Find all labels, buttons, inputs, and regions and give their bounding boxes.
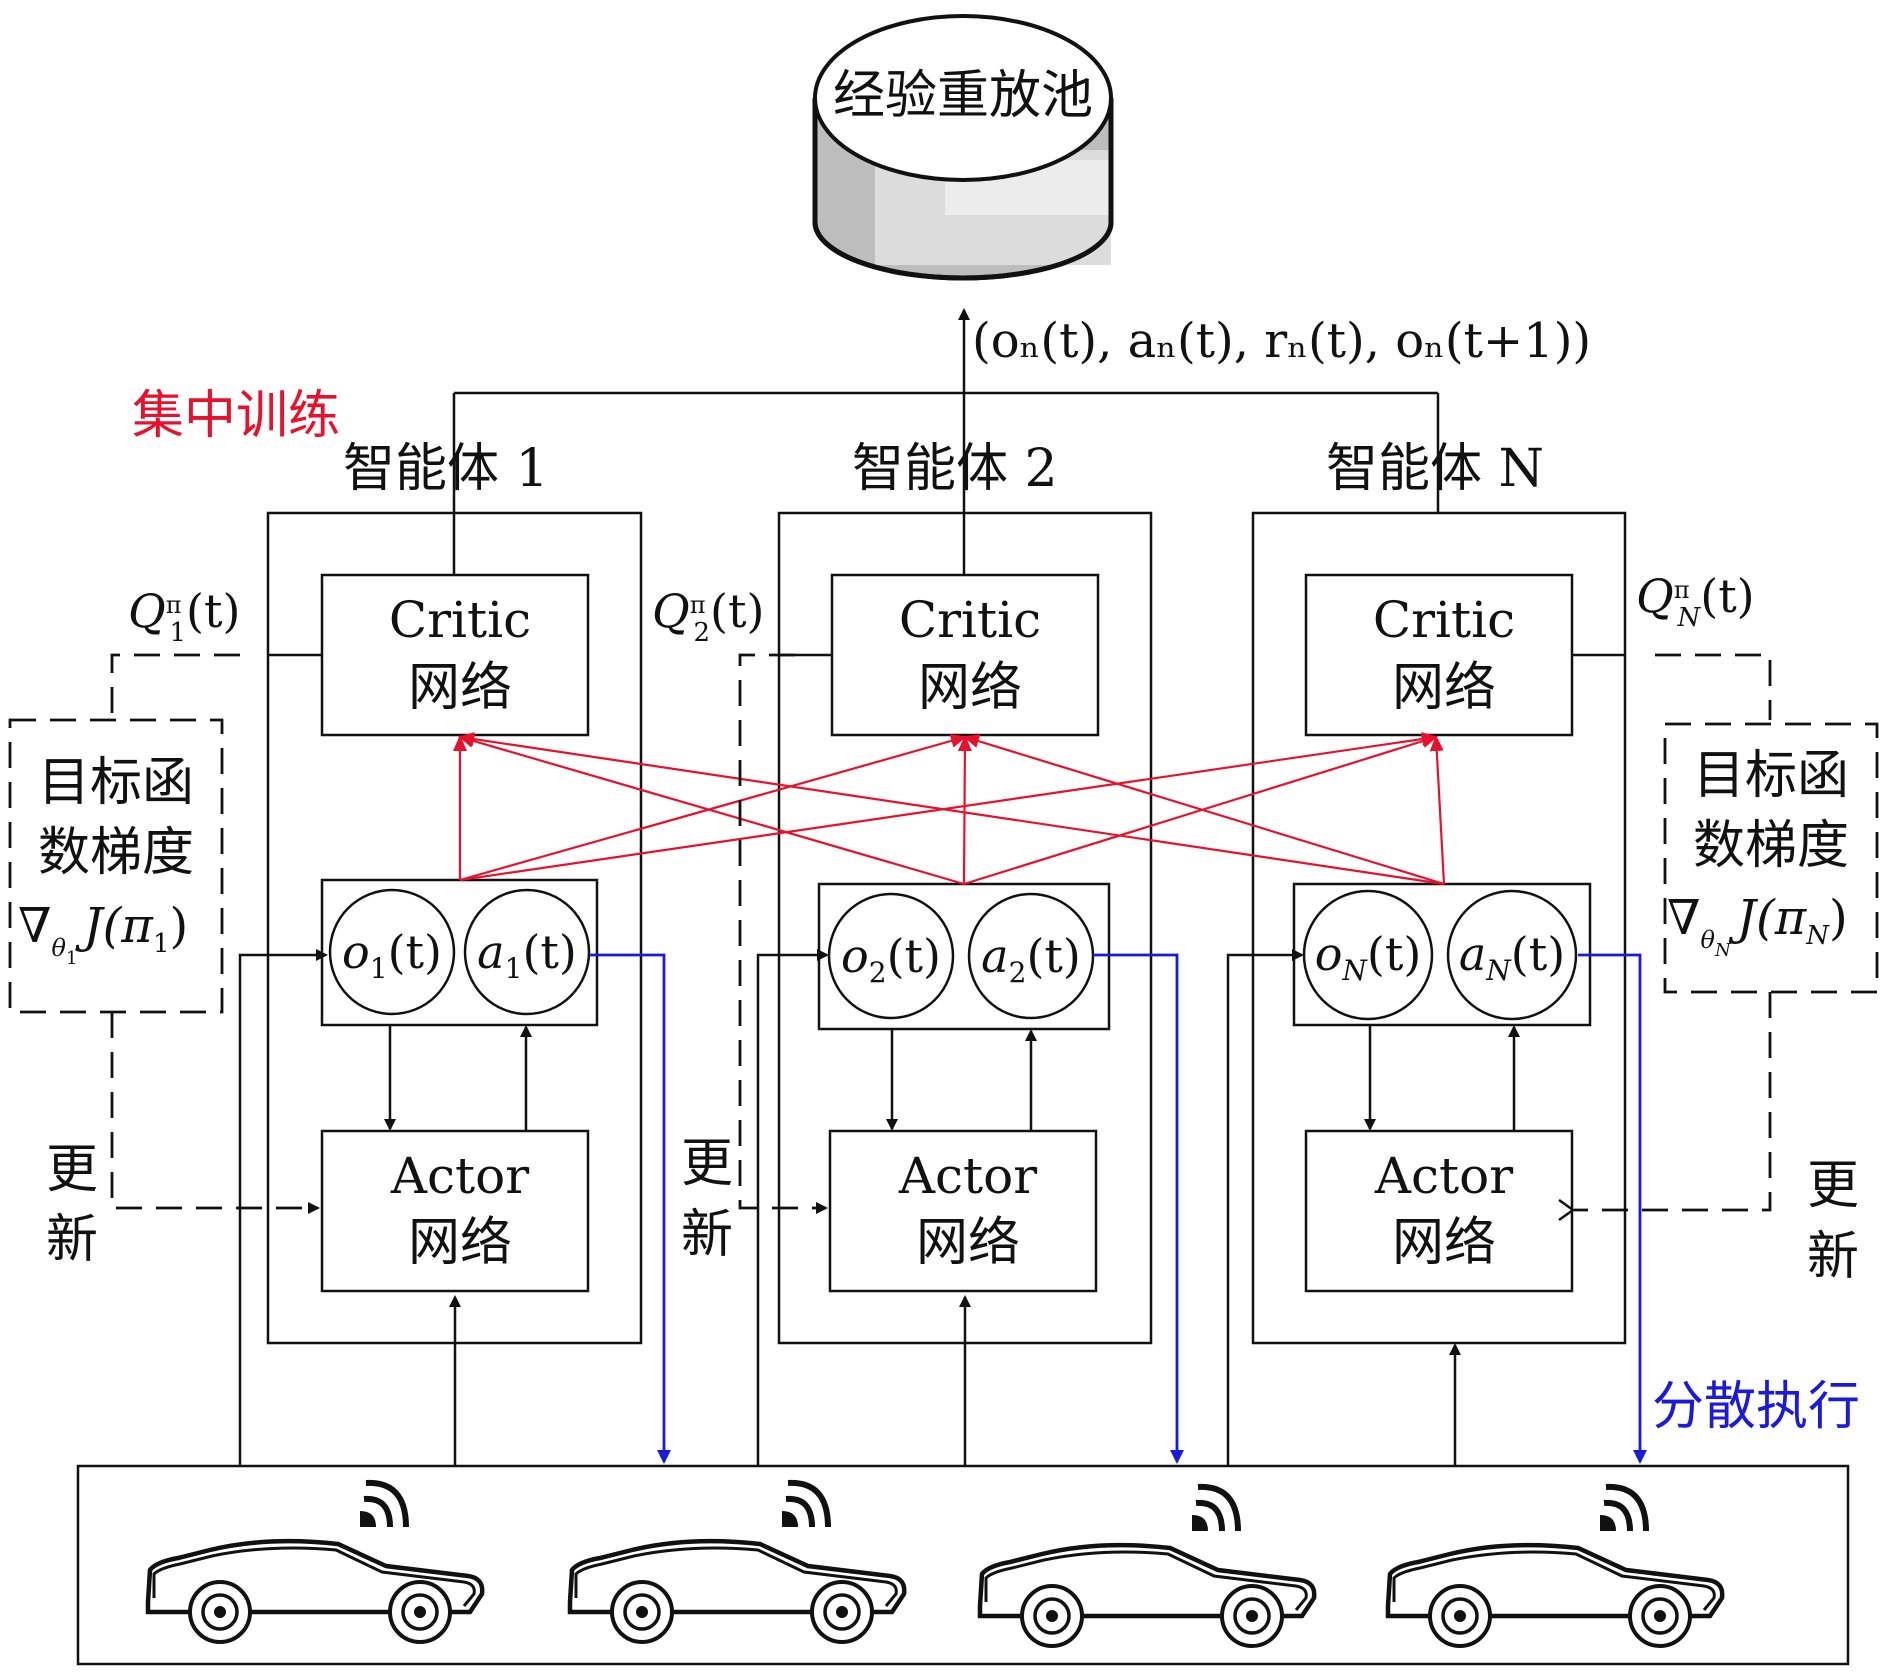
actor-n-line2: 网络 xyxy=(1392,1213,1496,1273)
gradient-n-line2: 数梯度 xyxy=(1693,816,1849,876)
critic-n-line1: Critic xyxy=(1373,591,1515,649)
act-1-sub: 1 xyxy=(505,952,523,985)
gradient-1-formula: ∇θ1J(π1) xyxy=(18,898,188,969)
obs-n-base: o xyxy=(1315,927,1343,981)
critic-2-line1: Critic xyxy=(899,591,1041,649)
act-2-arg: (t) xyxy=(1026,929,1080,983)
actor-1-line1: Actor xyxy=(390,1147,529,1205)
act-n-sub: N xyxy=(1485,954,1512,987)
obs-1-base: o xyxy=(342,925,370,979)
act-2-base: a xyxy=(981,929,1008,983)
decentralized-execution-label: 分散执行 xyxy=(1652,1377,1860,1437)
act-1-node xyxy=(463,888,591,1016)
agent-n-obs-action: oN(t) aN(t) xyxy=(1292,882,1592,1027)
agent-1-critic: Critic 网络 xyxy=(320,573,590,737)
obs-1-node xyxy=(328,888,456,1016)
experience-tuple: (oₙ(t), aₙ(t), rₙ(t), oₙ(t+1)) xyxy=(972,313,1591,369)
act-1-base: a xyxy=(477,925,504,979)
agent-n-actor: Actor 网络 xyxy=(1304,1129,1574,1293)
gradient-n-line1: 目标函 xyxy=(1693,746,1849,806)
critic-1-line1: Critic xyxy=(389,591,531,649)
agent-1-actor: Actor 网络 xyxy=(320,1129,590,1293)
execution-paths xyxy=(589,953,1647,1464)
act-1-arg: (t) xyxy=(522,925,576,979)
vehicle-3 xyxy=(977,1483,1317,1648)
observation-feeds xyxy=(238,949,1461,1466)
update-paths xyxy=(110,992,1772,1210)
obs-2-base: o xyxy=(841,929,869,983)
agent-2-actor: Actor 网络 xyxy=(828,1129,1098,1293)
agent-n-title: 智能体 N xyxy=(1326,439,1544,499)
agent-n-critic: Critic 网络 xyxy=(1304,573,1574,737)
svg-text:o1(t): o1(t) xyxy=(342,925,442,985)
svg-text:o2(t): o2(t) xyxy=(841,929,941,989)
svg-text:a1(t): a1(t) xyxy=(477,925,577,985)
svg-text:oN(t): oN(t) xyxy=(1315,927,1422,987)
critic-1-line2: 网络 xyxy=(408,658,512,718)
gradient-box-1: 目标函 数梯度 ∇θ1J(π1) xyxy=(8,718,224,1014)
critic-2-line2: 网络 xyxy=(918,658,1022,718)
act-n-base: a xyxy=(1459,927,1486,981)
gradient-box-n: 目标函 数梯度 ∇θNJ(πN) xyxy=(1663,722,1879,994)
actor-links xyxy=(384,1025,1520,1131)
vehicle-row xyxy=(145,1479,1725,1648)
replay-pool: 经验重放池 xyxy=(812,14,1114,281)
replay-pool-label: 经验重放池 xyxy=(833,66,1093,126)
obs-n-arg: (t) xyxy=(1367,927,1421,981)
critic-n-line2: 网络 xyxy=(1392,658,1496,718)
q-value-paths xyxy=(110,653,1772,1214)
agent-2-critic: Critic 网络 xyxy=(830,573,1100,737)
update-label-2b: 新 xyxy=(681,1205,733,1265)
actor-2-line1: Actor xyxy=(898,1147,1037,1205)
act-2-sub: 2 xyxy=(1009,956,1027,989)
replay-connections xyxy=(452,308,1440,575)
gradient-n-formula: ∇θNJ(πN) xyxy=(1667,890,1848,961)
obs-2-sub: 2 xyxy=(869,956,887,989)
actor-1-line2: 网络 xyxy=(408,1213,512,1273)
agent-2-obs-action: o2(t) a2(t) xyxy=(817,882,1111,1031)
svg-text:a2(t): a2(t) xyxy=(981,929,1081,989)
centralized-training-label: 集中训练 xyxy=(132,386,340,446)
agent-2-title: 智能体 2 xyxy=(852,439,1058,499)
gradient-1-line1: 目标函 xyxy=(38,753,194,813)
agent-n-frame xyxy=(1251,511,1627,1345)
obs-n-node xyxy=(1302,889,1434,1021)
agent-1-obs-action: o1(t) a1(t) xyxy=(320,878,599,1027)
experience-tuple-text: (oₙ(t), aₙ(t), rₙ(t), oₙ(t+1)) xyxy=(972,313,1591,369)
training-arrows xyxy=(453,732,1446,886)
update-label-2a: 更 xyxy=(681,1134,733,1194)
agent-1-title: 智能体 1 xyxy=(343,439,549,499)
actor-n-line1: Actor xyxy=(1374,1147,1513,1205)
update-label-1a: 更 xyxy=(46,1140,98,1200)
obs-2-arg: (t) xyxy=(887,929,941,983)
svg-text:aN(t): aN(t) xyxy=(1459,927,1565,987)
vehicle-4 xyxy=(1385,1483,1725,1648)
update-label-1b: 新 xyxy=(46,1210,98,1270)
vehicle-2 xyxy=(567,1479,907,1644)
actor-2-line2: 网络 xyxy=(916,1213,1020,1273)
obs-1-arg: (t) xyxy=(388,925,442,979)
act-n-node xyxy=(1446,889,1578,1021)
obs-2-node xyxy=(827,892,955,1020)
act-n-arg: (t) xyxy=(1511,927,1565,981)
obs-1-sub: 1 xyxy=(370,952,388,985)
gradient-1-line2: 数梯度 xyxy=(38,823,194,883)
obs-n-sub: N xyxy=(1341,954,1368,987)
vehicle-1 xyxy=(145,1479,485,1644)
update-label-nb: 新 xyxy=(1807,1227,1859,1287)
update-label-na: 更 xyxy=(1807,1156,1859,1216)
